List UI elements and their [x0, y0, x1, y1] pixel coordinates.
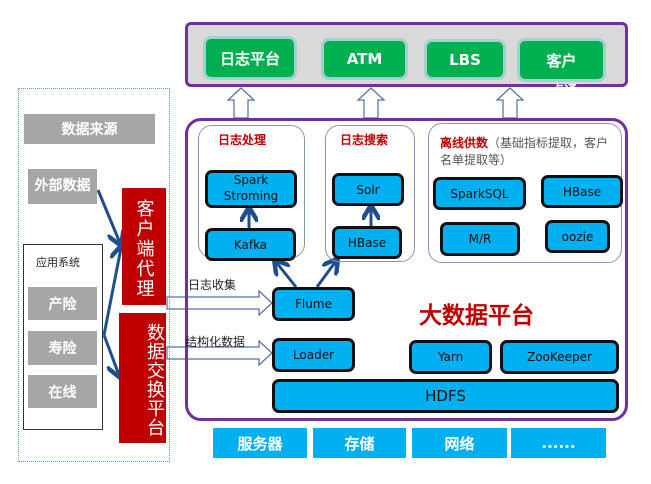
- source-property-insurance: 产险: [28, 287, 97, 320]
- arrow-flume-to-hbase: [315, 261, 336, 288]
- infra-more: ......: [511, 428, 606, 458]
- oozie-box[interactable]: oozie: [545, 220, 610, 253]
- source-online: 在线: [28, 375, 97, 408]
- app-atm[interactable]: ATM: [321, 38, 408, 80]
- app-log-platform[interactable]: 日志平台: [203, 36, 297, 80]
- offline-supply-title: 离线供数（基础指标提取，客户名单提取等）: [440, 135, 616, 169]
- app-lbs[interactable]: LBS: [424, 39, 506, 80]
- data-exchange-platform: 数据交换平台: [119, 313, 166, 443]
- infra-network: 网络: [412, 428, 507, 458]
- hdfs-box[interactable]: HDFS: [272, 379, 619, 413]
- platform-title: 大数据平台: [419, 303, 534, 329]
- source-life-insurance: 寿险: [28, 331, 97, 365]
- offline-subtitle: （基础指标提取，客户名单提取等）: [440, 136, 609, 167]
- sparksql-box[interactable]: SparkSQL: [433, 177, 526, 210]
- kafka-box[interactable]: Kafka: [205, 228, 296, 261]
- external-data: 外部数据: [28, 169, 97, 204]
- log-collect-label: 日志收集: [188, 278, 237, 292]
- data-sources-title: 数据来源: [24, 114, 155, 144]
- app-customer[interactable]: 客户: [517, 38, 606, 82]
- spark-streaming-box[interactable]: Spark Stroming: [205, 170, 297, 208]
- right-arrow-icon: [166, 289, 273, 317]
- log-search-title: 日志搜索: [340, 133, 389, 147]
- up-arrow-icon: [226, 87, 256, 119]
- solr-box[interactable]: Solr: [332, 173, 404, 206]
- hbase-offline-box[interactable]: HBase: [541, 175, 623, 208]
- arrow-flume-to-kafka: [276, 262, 298, 288]
- flume-box[interactable]: Flume: [272, 287, 355, 321]
- structured-data-label: 结构化数据: [185, 335, 246, 349]
- client-agent: 客户端代理: [122, 188, 166, 305]
- up-arrow-icon: [495, 87, 525, 119]
- offline-title: 离线供数: [440, 136, 489, 150]
- hbase-search-box[interactable]: HBase: [332, 226, 402, 259]
- arrow-external-to-agent: [96, 189, 120, 243]
- yarn-box[interactable]: Yarn: [409, 340, 492, 374]
- app-systems-title: 应用系统: [36, 256, 80, 269]
- up-arrow-icon: [356, 87, 386, 119]
- mapreduce-box[interactable]: M/R: [440, 222, 520, 256]
- loader-box[interactable]: Loader: [272, 338, 355, 372]
- app-customer-overflow: 一点通: [538, 84, 578, 99]
- arrow-apps-to-exchange: [102, 334, 119, 375]
- data-sources-frame: [18, 88, 170, 462]
- arrow-apps-to-agent: [102, 248, 121, 336]
- infra-storage: 存储: [313, 428, 406, 458]
- log-search-group: [325, 125, 415, 262]
- big-data-platform: [185, 118, 628, 421]
- app-systems-box: [23, 244, 103, 430]
- right-arrow-icon: [166, 339, 273, 367]
- infra-servers: 服务器: [213, 428, 307, 458]
- zookeeper-box[interactable]: ZooKeeper: [500, 340, 619, 374]
- log-processing-title: 日志处理: [218, 133, 267, 147]
